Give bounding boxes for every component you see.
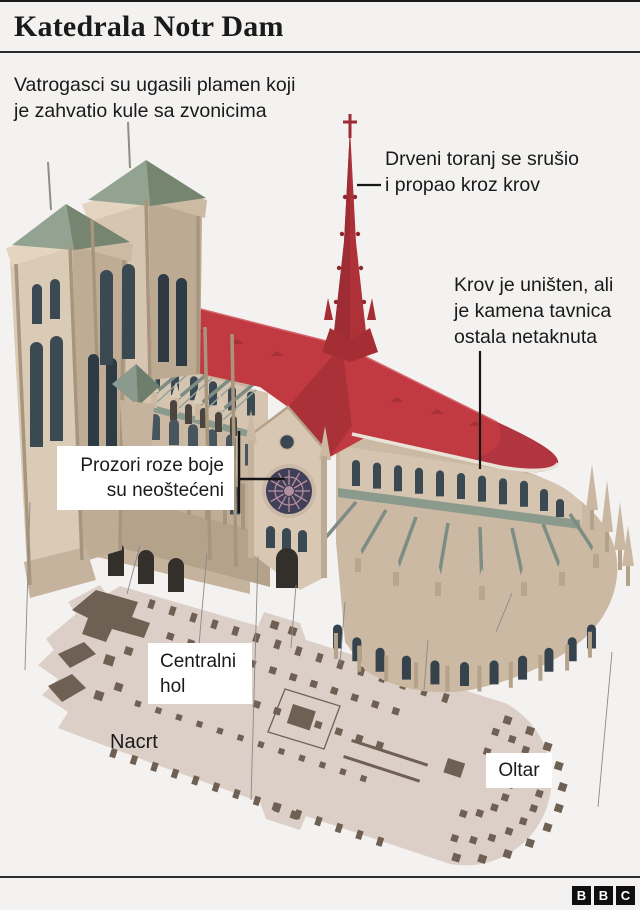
south-tower-base (24, 547, 96, 598)
plan-label-altar: Oltar (486, 753, 552, 788)
transept-portal (266, 526, 307, 588)
north-tower-roof (88, 160, 150, 206)
bbc-logo-letter: C (616, 886, 635, 905)
choir-windows-buttresses (317, 460, 634, 692)
spire-crockets (333, 194, 367, 305)
spire-cross-icon (343, 114, 357, 138)
central-hall-line2: hol (160, 676, 186, 697)
south-tower-roof (12, 204, 74, 250)
annotation-spire: Drveni toranj se srušio i propao kroz kr… (385, 146, 579, 198)
tower-footprint (48, 674, 86, 702)
small-rosette-window (278, 433, 296, 451)
tower-footprint (58, 642, 96, 668)
annotation-rose-line2: su neoštećeni (106, 480, 224, 501)
south-tower-antenna (47, 161, 52, 211)
stair-turret-roof (112, 364, 138, 406)
central-hall-line1: Centralni (160, 651, 237, 672)
spire-cone-shade (334, 128, 350, 342)
annotation-spire-line1: Drveni toranj se srušio (385, 148, 579, 170)
roof-eaves-cornice (351, 432, 560, 473)
footer-divider (0, 876, 640, 878)
annotation-roof-line3: ostala netaknuta (454, 326, 598, 348)
rose-tracery (268, 470, 310, 512)
windows-leader-line (237, 431, 285, 513)
annotation-towers-line2: je zahvatio kule sa zvonicima (14, 100, 267, 122)
apse-roof-shade (470, 422, 559, 473)
nave-base-wall (122, 496, 270, 587)
north-tower-side (148, 198, 202, 380)
plan-label-central-hall: Centralni hol (148, 643, 252, 704)
gable-edge (251, 405, 326, 451)
spire-turret (324, 298, 333, 320)
page-title: Katedrala Notr Dam (14, 10, 284, 43)
north-tower-antenna (127, 121, 131, 169)
choir-cornice (338, 488, 580, 529)
annotation-towers-line1: Vatrogasci su ugasili plamen koji (14, 74, 296, 96)
rose-center (284, 486, 294, 496)
annotation-rose-line1: Prozori roze boje (80, 455, 224, 476)
corner-turret (321, 456, 327, 578)
leader-lines (237, 183, 482, 513)
title-divider (0, 51, 640, 53)
south-transept-facade (245, 405, 331, 590)
bbc-logo-letter: B (572, 886, 591, 905)
corner-turret (248, 440, 254, 558)
annotation-roof-line1: Krov je uništen, ali (454, 274, 614, 296)
projection-lines (24, 501, 613, 808)
annotation-rose-windows: Prozori roze boje su neoštećeni (57, 446, 234, 510)
spire-turret (367, 298, 376, 320)
annotation-roof: Krov je uništen, ali je kamena tavnica o… (454, 272, 613, 350)
stair-turret-roof (136, 364, 160, 406)
spire (322, 114, 378, 362)
bbc-logo: B B C (572, 886, 635, 905)
bbc-logo-letter: B (594, 886, 613, 905)
gable-pinnacle (245, 410, 257, 444)
plan-caption: Nacrt (110, 731, 158, 753)
annotation-towers: Vatrogasci su ugasili plamen koji je zah… (14, 72, 295, 124)
gable-pinnacle (319, 426, 331, 460)
rose-window (262, 464, 316, 518)
transept-roof-shade (288, 345, 352, 457)
south-tower-roof (66, 204, 130, 250)
annotation-roof-line2: je kamena tavnica (454, 300, 612, 322)
north-tower-roof (146, 160, 206, 206)
spire-base (322, 328, 378, 362)
facade-footprint (72, 590, 150, 642)
annotation-spire-line2: i propao kroz krov (385, 174, 540, 196)
